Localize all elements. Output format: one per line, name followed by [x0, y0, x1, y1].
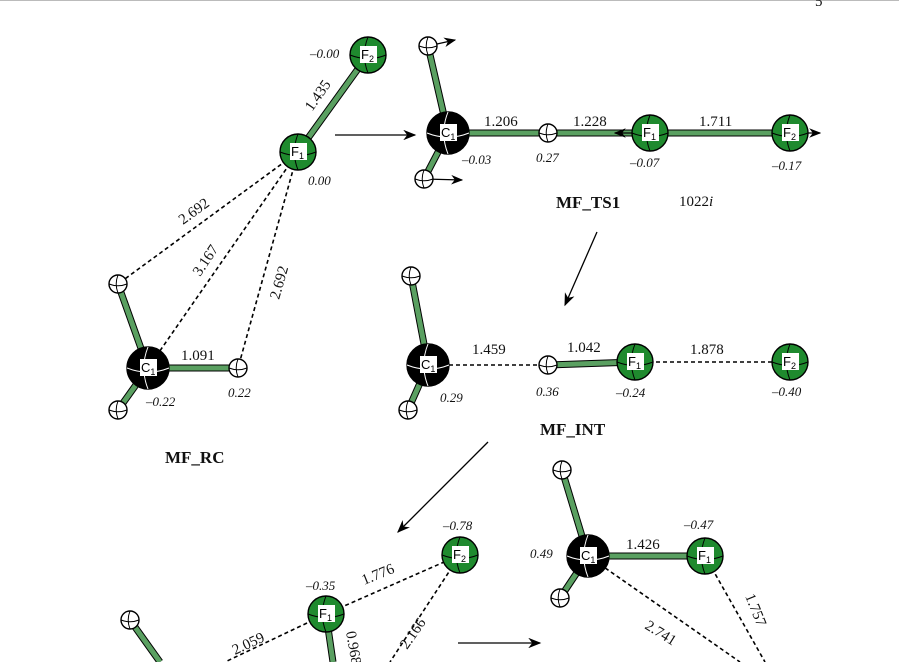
bond-length: 3.167	[190, 242, 222, 279]
long-range-contact	[224, 613, 327, 662]
bond-length: 2.741	[642, 618, 679, 649]
fluorine-atom: F1	[616, 343, 654, 381]
reaction-arrow	[564, 231, 598, 307]
atom-label: F1	[319, 606, 332, 623]
bond-length: 2.059	[230, 630, 267, 659]
bond-length: 2.166	[397, 615, 430, 652]
long-range-contact	[117, 151, 299, 285]
bond-length: 1.091	[181, 348, 215, 364]
page-top-rule	[0, 0, 899, 1]
atom-label: F1	[628, 354, 641, 371]
charge-label: –0.07	[629, 155, 660, 170]
fluorine-atom: F1	[307, 595, 345, 633]
fluorine-atom: F2	[771, 343, 809, 381]
charge-label: –0.47	[683, 517, 714, 532]
charge-label: 0.29	[440, 390, 463, 405]
imaginary-frequency: 1022i	[679, 194, 713, 210]
long-range-contact	[389, 554, 461, 662]
bond-length: 1.711	[699, 114, 732, 130]
bond-length: 1.228	[573, 114, 607, 130]
atom-label: F2	[783, 125, 796, 142]
carbon-atom: C1	[426, 111, 470, 155]
atom-label: F2	[361, 47, 374, 64]
atom-label: F1	[643, 125, 656, 142]
charge-label: 0.27	[536, 150, 559, 165]
charge-label: 0.49	[530, 546, 553, 561]
hydrogen-atom	[398, 400, 418, 420]
carbon-atom: C1	[566, 534, 610, 578]
fluorine-atom: F2	[441, 536, 479, 574]
charge-label: –0.03	[461, 152, 492, 167]
structure-title: MF_INT	[540, 420, 606, 439]
bond-length: 1.206	[484, 114, 518, 130]
bond-length: 1.459	[472, 342, 506, 358]
hydrogen-atom	[108, 400, 128, 420]
atom-label: F2	[783, 354, 796, 371]
long-range-contact	[147, 151, 299, 369]
fluorine-atom: F2	[771, 114, 809, 152]
bond-length: 1.878	[690, 342, 724, 358]
hydrogen-atom	[414, 169, 434, 189]
hydrogen-atom	[401, 266, 421, 286]
structure-title: MF_RC	[165, 448, 224, 467]
hydrogen-atom	[550, 588, 570, 608]
charge-label: –0.40	[771, 384, 802, 399]
long-range-contact	[704, 555, 766, 662]
charge-label: –0.24	[615, 385, 646, 400]
fluorine-atom: F2	[349, 36, 387, 74]
carbon-atom: C1	[406, 343, 450, 387]
atom-label: F1	[698, 548, 711, 565]
bond-length: 1.757	[741, 592, 769, 630]
bond-length: 0.968	[342, 630, 364, 662]
fluorine-atom: F1	[279, 133, 317, 171]
hydrogen-atom	[418, 36, 438, 56]
hydrogen-atom	[552, 460, 572, 480]
bond-length: 1.042	[567, 340, 601, 356]
charge-label: –0.22	[145, 394, 176, 409]
atom-label: C1	[141, 360, 155, 377]
long-range-contact	[237, 151, 299, 369]
hydrogen-atom	[120, 610, 140, 630]
hydrogen-atom	[108, 274, 128, 294]
charge-label: 0.22	[228, 385, 251, 400]
charge-label: –0.17	[771, 158, 802, 173]
bond-length: 2.692	[176, 195, 213, 228]
atom-label: C1	[581, 548, 595, 565]
long-range-contact	[325, 554, 461, 615]
hydrogen-atom	[538, 123, 558, 143]
carbon-atom: C1	[126, 346, 170, 390]
fluorine-atom: F1	[631, 114, 669, 152]
charge-label: 0.00	[308, 173, 331, 188]
atom-label: F2	[453, 547, 466, 564]
charge-label: –0.00	[309, 46, 340, 61]
atom-label: C1	[421, 357, 435, 374]
atom-label: C1	[441, 125, 455, 142]
bond-rc-f1-f2	[295, 52, 371, 155]
bond-length: 2.692	[267, 264, 292, 301]
bond-length: 1.426	[626, 537, 660, 553]
charge-label: 0.36	[536, 384, 559, 399]
long-range-contact	[587, 555, 741, 662]
atom-label: F1	[291, 144, 304, 161]
fluorine-atom: F1	[686, 537, 724, 575]
hydrogen-atom	[228, 358, 248, 378]
charge-label: –0.78	[442, 518, 473, 533]
charge-label: –0.35	[305, 578, 336, 593]
page-number: 5	[815, 0, 823, 10]
hydrogen-atom	[538, 355, 558, 375]
structure-title: MF_TS1	[556, 193, 620, 212]
reaction-arrow	[397, 441, 489, 533]
